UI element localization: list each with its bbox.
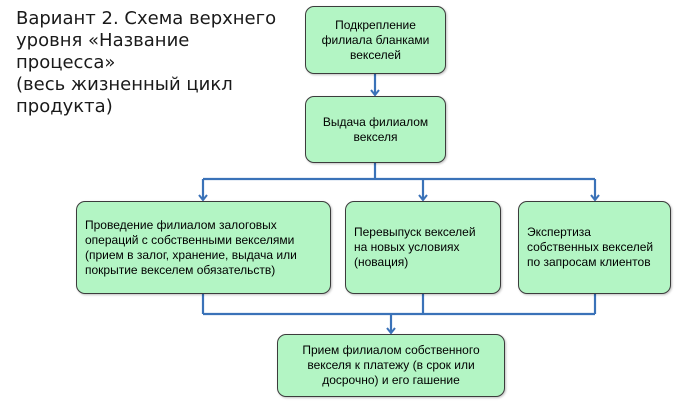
node-blank-supply: Подкрепление филиала бланками векселей — [305, 6, 446, 74]
node-bill-expertise: Экспертиза собственных векселей по запро… — [518, 201, 671, 294]
node-collateral-operations: Проведение филиалом залоговых операций с… — [76, 201, 331, 294]
node-bill-issue: Выдача филиалом векселя — [305, 96, 446, 163]
diagram-title: Вариант 2. Схема верхнего уровня «Назван… — [16, 8, 277, 117]
node-bill-reissue: Перевыпуск векселей на новых условиях (н… — [345, 201, 501, 294]
node-bill-redemption: Прием филиалом собственного векселя к пл… — [277, 334, 505, 397]
